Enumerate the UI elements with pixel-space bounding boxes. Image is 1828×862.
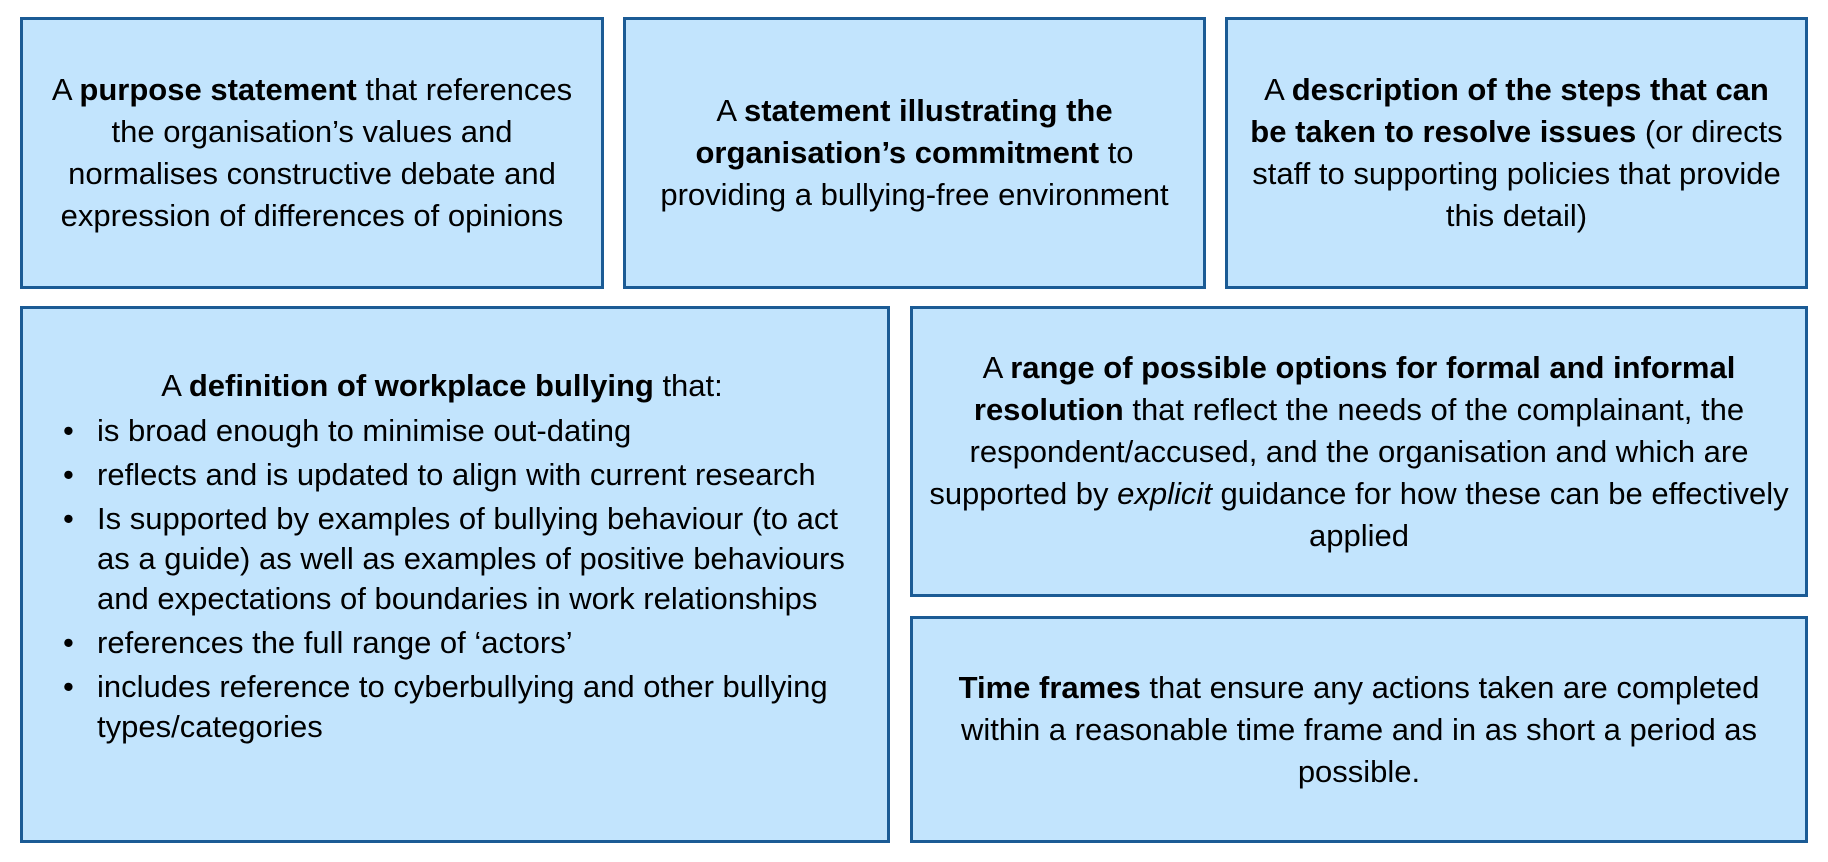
list-item: • is broad enough to minimise out-dating [63, 411, 873, 451]
bullet-icon: • [63, 625, 74, 660]
definition-title: A definition of workplace bullying that: [37, 365, 847, 407]
resolution-steps-box: A description of the steps that can be t… [1225, 17, 1808, 289]
time-frames-text: Time frames that ensure any actions take… [943, 667, 1775, 793]
purpose-bold: purpose statement [79, 72, 357, 107]
commitment-statement-box: A statement illustrating the organisatio… [623, 17, 1206, 289]
steps-bold: description of the steps that can be tak… [1250, 72, 1769, 149]
commitment-prefix: A [716, 93, 744, 128]
options-suffix: guidance for how these can be effectivel… [1211, 475, 1789, 553]
definition-bullet-list: •is broad enough to minimise out-dating … [63, 407, 873, 747]
list-item: • reflects and is updated to align with c… [63, 455, 873, 495]
purpose-prefix: A [51, 72, 80, 107]
purpose-suffix: that references the organisation’s value… [60, 72, 573, 233]
bullet-text: is broad enough to minimise out-dating [97, 413, 632, 448]
bullet-text: includes reference to cyberbullying and … [97, 669, 828, 744]
definition-prefix: A [161, 368, 189, 403]
steps-prefix: A [1264, 72, 1292, 107]
list-item: • Is supported by examples of bullying be… [63, 499, 873, 619]
commitment-suffix: to providing a bullying-free environment [660, 135, 1169, 212]
resolution-options-box: A range of possible options for formal a… [910, 306, 1808, 597]
options-bold: range of possible options for formal and… [973, 349, 1736, 427]
definition-bold: definition of workplace bullying [188, 368, 654, 403]
purpose-statement-box: A purpose statement that references the … [20, 17, 604, 289]
bullying-definition-box: A definition of workplace bullying that:… [20, 306, 890, 843]
resolution-options-text: A range of possible options for formal a… [929, 347, 1789, 557]
steps-suffix: (or directs staff to supporting policies… [1252, 114, 1783, 233]
options-middle: that reflect the needs of the complainan… [929, 391, 1749, 511]
resolution-steps-text: A description of the steps that can be t… [1248, 69, 1785, 237]
bullet-text: Is supported by examples of bullying beh… [97, 501, 845, 616]
bullet-text: references the full range of ‘actors’ [97, 625, 573, 660]
bullet-icon: • [63, 413, 74, 448]
timeframes-suffix: that ensure any actions taken are comple… [960, 669, 1760, 789]
purpose-statement-text: A purpose statement that references the … [35, 69, 589, 237]
list-item: • references the full range of ‘actors’ [63, 623, 873, 663]
list-item: • includes reference to cyberbullying and… [63, 667, 873, 747]
bullet-icon: • [63, 501, 74, 536]
commitment-bold: statement illustrating the organisation’… [695, 93, 1113, 170]
bullet-text: reflects and is updated to align with cu… [97, 457, 816, 492]
options-prefix: A [982, 349, 1011, 385]
bullet-icon: • [63, 669, 74, 704]
bullet-icon: • [63, 457, 74, 492]
options-italic: explicit [1117, 475, 1212, 511]
time-frames-box: Time frames that ensure any actions take… [910, 616, 1808, 843]
commitment-statement-text: A statement illustrating the organisatio… [650, 90, 1179, 216]
definition-suffix: that: [653, 368, 723, 403]
timeframes-bold: Time frames [958, 669, 1141, 705]
